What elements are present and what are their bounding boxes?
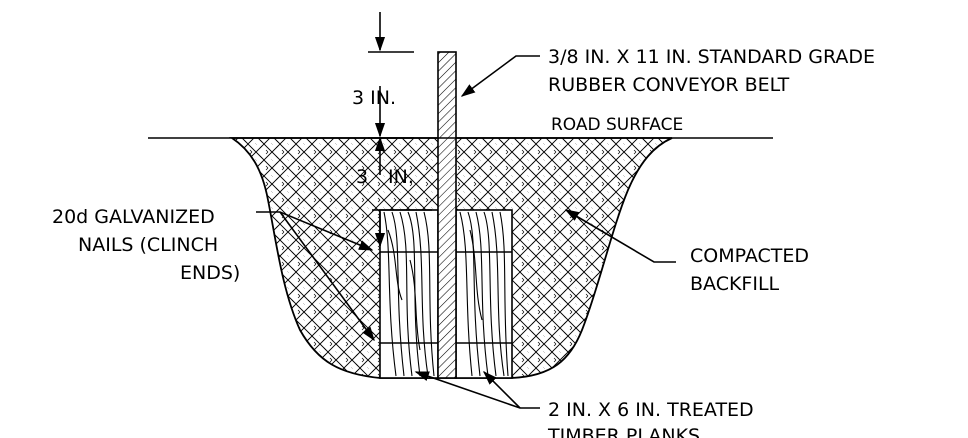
timber-label-line1: 2 IN. X 6 IN. TREATED [548,399,754,421]
timber-plank-right [455,209,513,379]
dimension-belt-below-road [372,136,432,248]
dimension-below-number: 3 [356,166,368,188]
dimension-above-label: 3 IN. [352,87,396,109]
leader-backfill [564,209,676,263]
leader-nails-lower [279,211,375,342]
dimension-belt-above-road [368,12,414,139]
backfill-label-line1: COMPACTED [690,245,809,267]
nails-label-line3: ENDS) [180,262,240,284]
belt-label-line1: 3/8 IN. X 11 IN. STANDARD GRADE [548,46,875,68]
belt-label-line2: RUBBER CONVEYOR BELT [548,74,790,96]
road-surface-label: ROAD SURFACE [551,115,683,135]
timber-label-line2: TIMBER PLANKS [547,425,700,438]
conveyor-belt [437,51,457,379]
dimension-below-unit: IN. [388,166,414,188]
nails-label-line1: 20d GALVANIZED [52,206,215,228]
backfill-label-line2: BACKFILL [690,273,780,295]
leader-conveyor-belt [460,55,540,97]
timber-plank-left [379,209,439,379]
nails-label-line2: NAILS (CLINCH [78,234,218,256]
leader-timber-right [482,370,521,409]
